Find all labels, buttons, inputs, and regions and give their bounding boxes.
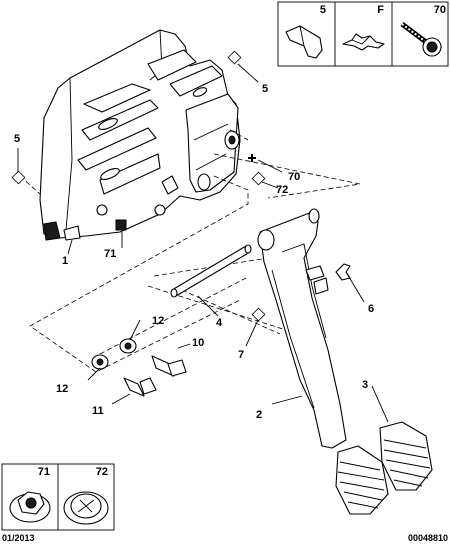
callout-6: 6	[368, 303, 374, 315]
bolt-10	[151, 355, 187, 377]
marker-70	[248, 154, 256, 162]
callout-12-top: 12	[152, 315, 164, 327]
callout-70: 70	[288, 171, 300, 183]
clutch-pedal	[257, 208, 389, 515]
pivot-pin	[170, 244, 252, 298]
washer-12b	[91, 354, 109, 370]
tag-71	[115, 219, 127, 231]
ref-box-number-71: 71	[38, 466, 50, 478]
location-tags	[11, 50, 266, 322]
bolt-11	[123, 377, 157, 397]
bottom-reference-box: 71 72	[1, 463, 115, 531]
tag-5-left	[11, 170, 26, 185]
spring-clip-icon	[342, 33, 385, 51]
ref-box-number-72: 72	[96, 466, 108, 478]
callout-72: 72	[276, 184, 288, 196]
tag-7	[251, 307, 266, 322]
washer-12a	[119, 338, 137, 354]
callout-7: 7	[238, 349, 244, 361]
callout-5-left: 5	[14, 133, 20, 145]
ref-box-number-f: F	[377, 4, 384, 16]
ref-box-number-5: 5	[320, 4, 326, 16]
callout-2: 2	[256, 409, 262, 421]
pedal-bracket	[39, 29, 241, 241]
leader-lines	[17, 63, 389, 423]
callout-5-top: 5	[262, 83, 268, 95]
date-code: 01/2013	[2, 533, 35, 543]
callout-3: 3	[362, 379, 368, 391]
clip-icon	[285, 25, 323, 59]
tag-5-top	[227, 50, 242, 65]
document-number: 00048810	[408, 533, 448, 543]
callout-12-bottom: 12	[56, 383, 68, 395]
top-reference-box: 5 F 70	[277, 1, 449, 67]
callout-1: 1	[62, 255, 68, 267]
ref-box-number-70: 70	[434, 4, 446, 16]
pedal-pad	[379, 421, 433, 491]
callout-numbers: 5 5 70 72 71 1 4 7 6 2 3 12 10 12 11	[14, 83, 374, 421]
pin-6	[335, 263, 351, 281]
cap-icon	[63, 491, 109, 525]
tag-72	[251, 171, 266, 186]
callout-11: 11	[92, 405, 104, 417]
screw-icon	[400, 22, 442, 57]
flange-nut-icon	[9, 491, 51, 523]
callout-4: 4	[216, 317, 223, 329]
callout-10: 10	[192, 337, 204, 349]
fasteners	[91, 338, 187, 397]
callout-71: 71	[104, 248, 116, 260]
